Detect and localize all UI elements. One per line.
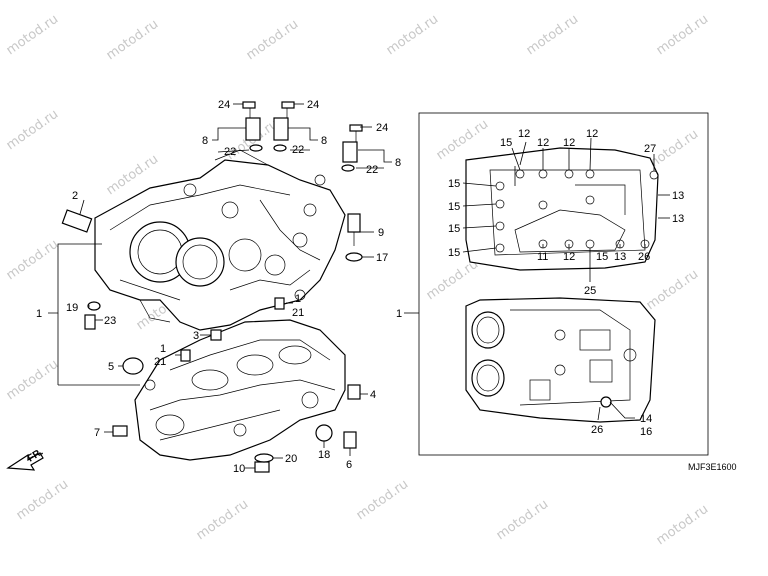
switch-part-7: [112, 425, 128, 437]
dowel-part-4: [347, 384, 361, 400]
watermark: motod.ru: [104, 17, 161, 63]
watermark: motod.ru: [494, 497, 551, 543]
watermark: motod.ru: [654, 12, 711, 58]
callout-23: 23: [104, 315, 116, 327]
switch-part-6: [343, 431, 357, 449]
watermark: motod.ru: [14, 477, 71, 523]
callout-9: 9: [378, 227, 384, 239]
front-direction-arrow: FR.: [6, 447, 45, 471]
callout-13: 13: [672, 213, 684, 225]
callout-18: 18: [318, 449, 330, 461]
callouts-right: 12 12 15 12 12 27 15 15 15 15 13 13 11 1…: [448, 128, 684, 438]
callout-3: 3: [193, 330, 199, 342]
callout-27: 27: [644, 143, 656, 155]
drain-bolt-part-10: [254, 461, 270, 473]
sensor-right: [342, 141, 358, 163]
callout-15: 15: [448, 247, 460, 259]
callout-1: 1: [36, 308, 42, 320]
callout-15: 15: [596, 251, 608, 263]
lower-crankcase: [134, 319, 346, 461]
callout-20: 20: [285, 453, 297, 465]
watermark: motod.ru: [644, 267, 701, 313]
callout-15: 15: [448, 178, 460, 190]
callout-15: 15: [500, 137, 512, 149]
watermark: motod.ru: [524, 12, 581, 58]
small-parts: [61, 101, 363, 473]
bolt-part-23: [84, 314, 96, 330]
leader-lines-left: [48, 103, 392, 469]
callout-12: 12: [563, 251, 575, 263]
switch-part-9: [347, 213, 361, 233]
upper-crankcase: [94, 149, 346, 331]
callout-1: 1: [396, 308, 402, 320]
callout-22: 22: [224, 146, 236, 158]
callout-21: 21: [154, 356, 166, 368]
watermark: motod.ru: [4, 237, 61, 283]
watermark: motod.ru: [244, 17, 301, 63]
top-view-case: [465, 297, 656, 423]
sensor-middle: [273, 117, 289, 141]
watermark: motod.ru: [4, 107, 61, 153]
callout-14: 14: [640, 413, 652, 425]
callout-22: 22: [366, 164, 378, 176]
callout-8: 8: [395, 157, 401, 169]
callout-1: 1: [295, 293, 301, 305]
watermark: motod.ru: [434, 117, 491, 163]
callout-24: 24: [376, 122, 388, 134]
callout-13: 13: [672, 190, 684, 202]
callout-5: 5: [108, 361, 114, 373]
callout-10: 10: [233, 463, 245, 475]
watermark: motod.ru: [354, 477, 411, 523]
leader-lines-right: [462, 137, 670, 421]
watermark: motod.ru: [654, 502, 711, 548]
callout-6: 6: [346, 459, 352, 471]
callouts-left: 24 24 24 8 8 8 22 22 22 2 9 17 1 1 21 19…: [36, 99, 401, 475]
sensor-left: [245, 117, 261, 141]
callout-25: 25: [584, 285, 596, 297]
callout-12: 12: [518, 128, 530, 140]
callout-2: 2: [72, 190, 78, 202]
callout-8: 8: [202, 135, 208, 147]
watermark: motod.ru: [194, 497, 251, 543]
callout-4: 4: [370, 389, 376, 401]
watermark: motod.ru: [424, 257, 481, 303]
callout-16: 16: [640, 426, 652, 438]
seal-part-18: [315, 424, 333, 442]
callout-26: 26: [638, 251, 650, 263]
callout-11: 11: [537, 251, 548, 263]
callout-24: 24: [218, 99, 230, 111]
gasket-part-2: [61, 209, 93, 233]
callout-21: 21: [292, 307, 304, 319]
watermark: motod.ru: [4, 357, 61, 403]
callout-17: 17: [376, 252, 388, 264]
callout-12: 12: [586, 128, 598, 140]
callout-1: 1: [160, 343, 166, 355]
plug-part-5: [122, 357, 144, 375]
callout-8: 8: [321, 135, 327, 147]
callout-13: 13: [614, 251, 626, 263]
diagram-code: MJF3E1600: [688, 462, 737, 472]
callout-22: 22: [292, 144, 304, 156]
callout-12: 12: [537, 137, 549, 149]
callout-19: 19: [66, 302, 78, 314]
callout-7: 7: [94, 427, 100, 439]
bottom-view-case: [465, 147, 659, 271]
callout-24: 24: [307, 99, 319, 111]
callout-26: 26: [591, 424, 603, 436]
callout-15: 15: [448, 201, 460, 213]
dowel-part-3: [210, 329, 222, 341]
callout-12: 12: [563, 137, 575, 149]
watermark: motod.ru: [4, 12, 61, 58]
washer-part-20: [254, 453, 274, 463]
callout-15: 15: [448, 223, 460, 235]
detail-frame: 1: [396, 112, 709, 456]
watermark: motod.ru: [384, 12, 441, 58]
